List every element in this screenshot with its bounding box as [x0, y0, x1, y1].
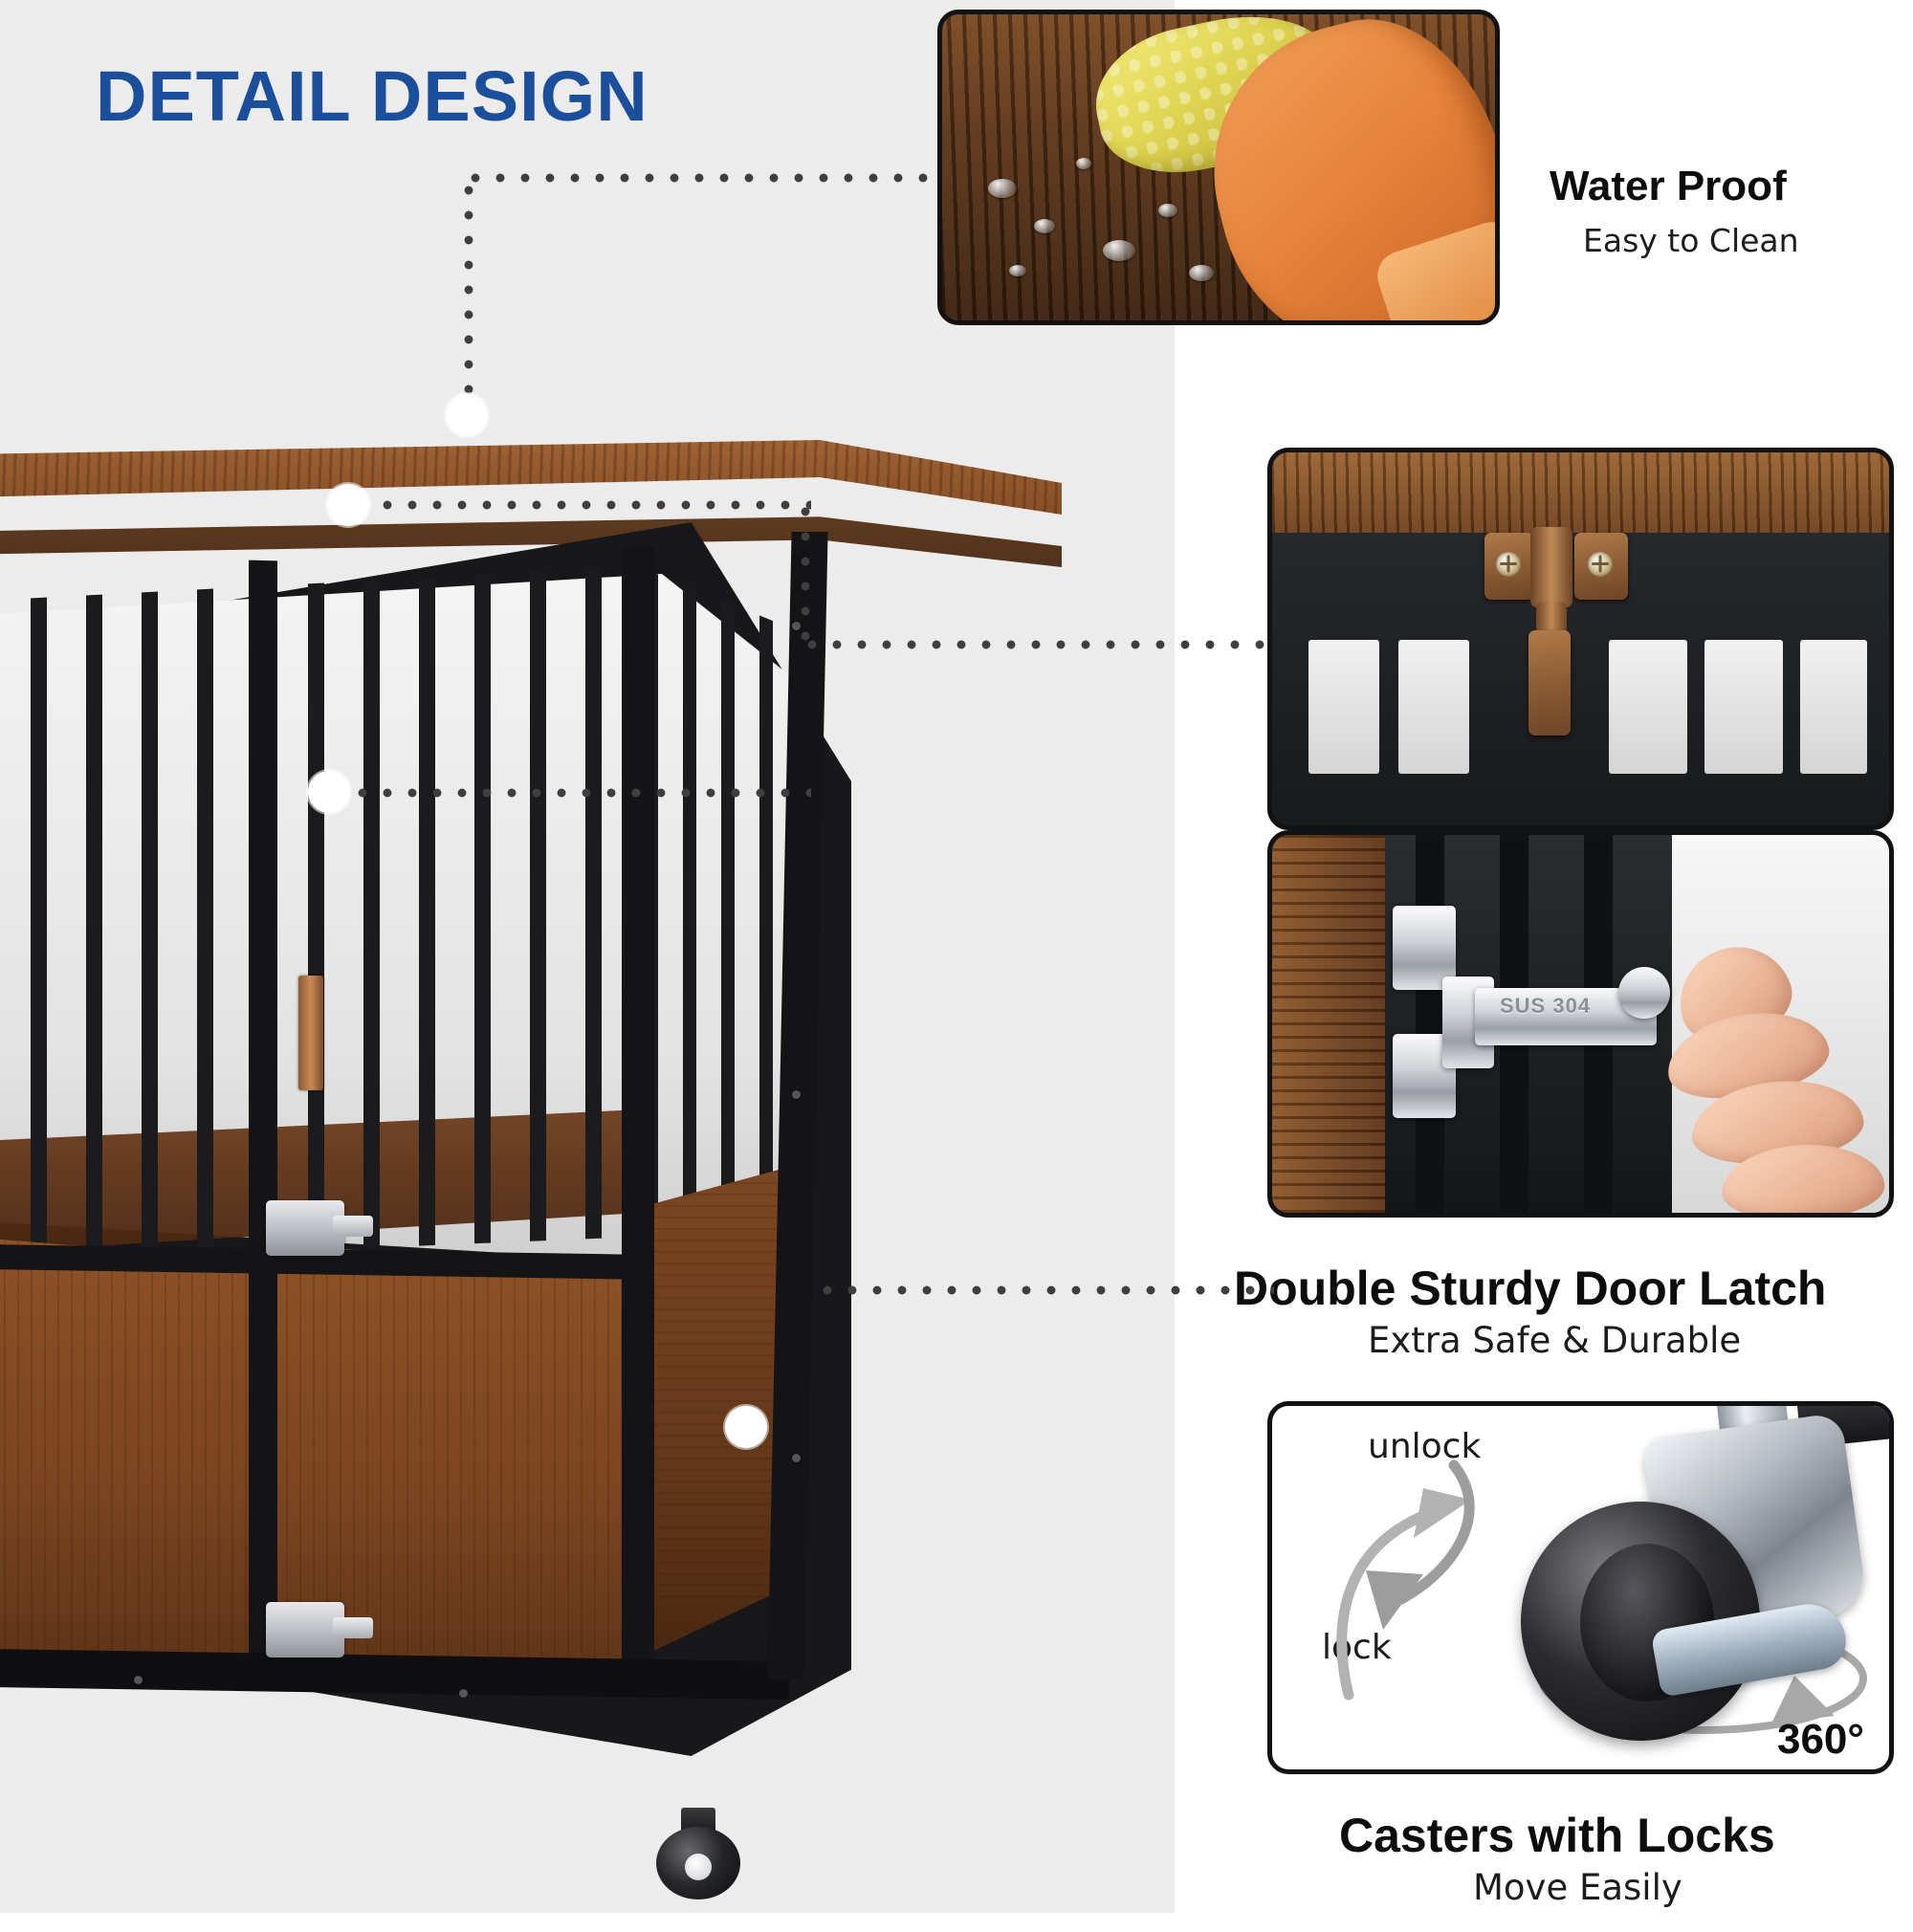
- connector-waterproof-horizontal: [463, 172, 941, 184]
- latch-mount-plate-upper: [1393, 906, 1456, 990]
- crate-bar-gap: [1398, 640, 1469, 774]
- connector-waterproof-vertical: [463, 178, 474, 413]
- latch-title: Double Sturdy Door Latch: [1234, 1262, 1827, 1315]
- side-wood-panel: [646, 1167, 789, 1655]
- water-droplet: [988, 179, 1017, 198]
- water-droplet: [1158, 204, 1177, 217]
- water-droplet: [1009, 265, 1026, 276]
- caster-lock-label: lock: [1322, 1628, 1392, 1667]
- callout-marker-latch[interactable]: [308, 771, 350, 813]
- water-droplet: [1103, 240, 1135, 261]
- door-hinge-copper: [298, 976, 323, 1090]
- hinge-barrel: [1530, 527, 1572, 607]
- crate-bar: [1416, 835, 1444, 1213]
- latch-wood-side-panel: [1272, 835, 1385, 1213]
- hinge-top-wood-trim: [1272, 452, 1889, 537]
- water-droplet: [1076, 158, 1091, 169]
- connector-hinge-horizontal-a: [350, 499, 811, 511]
- latch-knob: [1618, 967, 1670, 1019]
- callout-marker-tabletop[interactable]: [446, 394, 488, 436]
- connector-hinge-horizontal-b: [800, 639, 1274, 650]
- caster-rotation-label: 360°: [1776, 1716, 1864, 1763]
- product-image: [0, 440, 1071, 1932]
- waterproof-photo-card: [937, 10, 1500, 325]
- caster-subtitle: Move Easily: [1473, 1867, 1682, 1908]
- caster-title: Casters with Locks: [1339, 1809, 1775, 1862]
- page-title: DETAIL DESIGN: [96, 56, 649, 136]
- front-vertical-bars: [0, 566, 645, 1264]
- water-droplet: [1189, 265, 1214, 281]
- water-droplet: [1034, 219, 1055, 233]
- callout-marker-hinge[interactable]: [327, 484, 369, 526]
- frame-screw: [792, 1090, 801, 1099]
- hinge-screw: [1496, 552, 1521, 577]
- crate-bar-gap: [1704, 640, 1783, 774]
- hinge-lower-leaf: [1528, 630, 1571, 735]
- crate-bar-gap: [1308, 640, 1379, 774]
- caster-photo-card: unlock lock 360°: [1267, 1401, 1894, 1774]
- door-stile-left: [249, 560, 277, 1690]
- latch-photo-card: SUS 304: [1267, 830, 1894, 1218]
- frame-screw: [792, 622, 801, 630]
- hinge-screw: [1588, 552, 1613, 577]
- hinge-photo-card: [1267, 448, 1894, 830]
- upper-door-latch: [266, 1200, 373, 1256]
- lower-door-latch: [266, 1602, 373, 1658]
- frame-screw: [134, 1676, 143, 1684]
- caster-wheel-photo: [1511, 1406, 1889, 1769]
- lock-unlock-arrow-icon: [1336, 1460, 1475, 1701]
- connector-caster-horizontal: [815, 1284, 1274, 1296]
- lower-wood-panel-left: [0, 1233, 256, 1674]
- door-stile-right: [622, 546, 654, 1686]
- caster-hub: [685, 1854, 712, 1880]
- crate-bar-gap: [1609, 640, 1687, 774]
- connector-hinge-vertical: [800, 499, 811, 645]
- crate-bar-gap: [1800, 640, 1867, 774]
- connector-latch-horizontal: [350, 787, 811, 799]
- frame-screw: [459, 1689, 468, 1698]
- waterproof-subtitle: Easy to Clean: [1583, 222, 1799, 259]
- caster-unlock-label: unlock: [1368, 1427, 1482, 1466]
- product-caster-wheel: [656, 1808, 740, 1899]
- waterproof-title: Water Proof: [1550, 163, 1787, 209]
- frame-screw: [792, 1454, 801, 1462]
- latch-engraving: SUS 304: [1500, 994, 1592, 1018]
- latch-subtitle: Extra Safe & Durable: [1368, 1320, 1742, 1361]
- callout-marker-caster[interactable]: [725, 1406, 767, 1448]
